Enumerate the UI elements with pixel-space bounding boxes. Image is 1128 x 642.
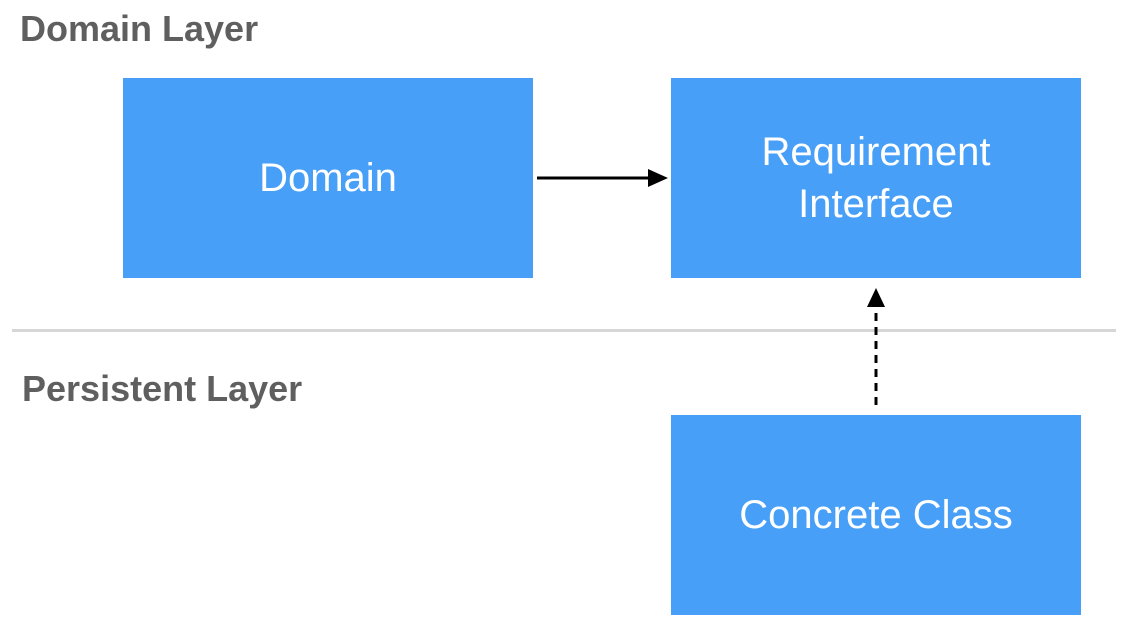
concrete-class-box: Concrete Class <box>671 415 1081 615</box>
domain-to-interface-arrowhead <box>648 169 668 187</box>
domain-box-label: Domain <box>259 156 397 200</box>
requirement-interface-label-line2: Interface <box>798 182 954 226</box>
domain-layer-title: Domain Layer <box>20 8 259 49</box>
requirement-interface-box: Requirement Interface <box>671 78 1081 278</box>
concrete-to-interface-arrowhead <box>867 288 885 307</box>
concrete-class-box-label: Concrete Class <box>739 493 1013 537</box>
requirement-interface-label-line1: Requirement <box>761 130 991 174</box>
layer-divider <box>12 329 1116 332</box>
domain-box: Domain <box>123 78 533 278</box>
persistent-layer-title: Persistent Layer <box>22 368 303 409</box>
